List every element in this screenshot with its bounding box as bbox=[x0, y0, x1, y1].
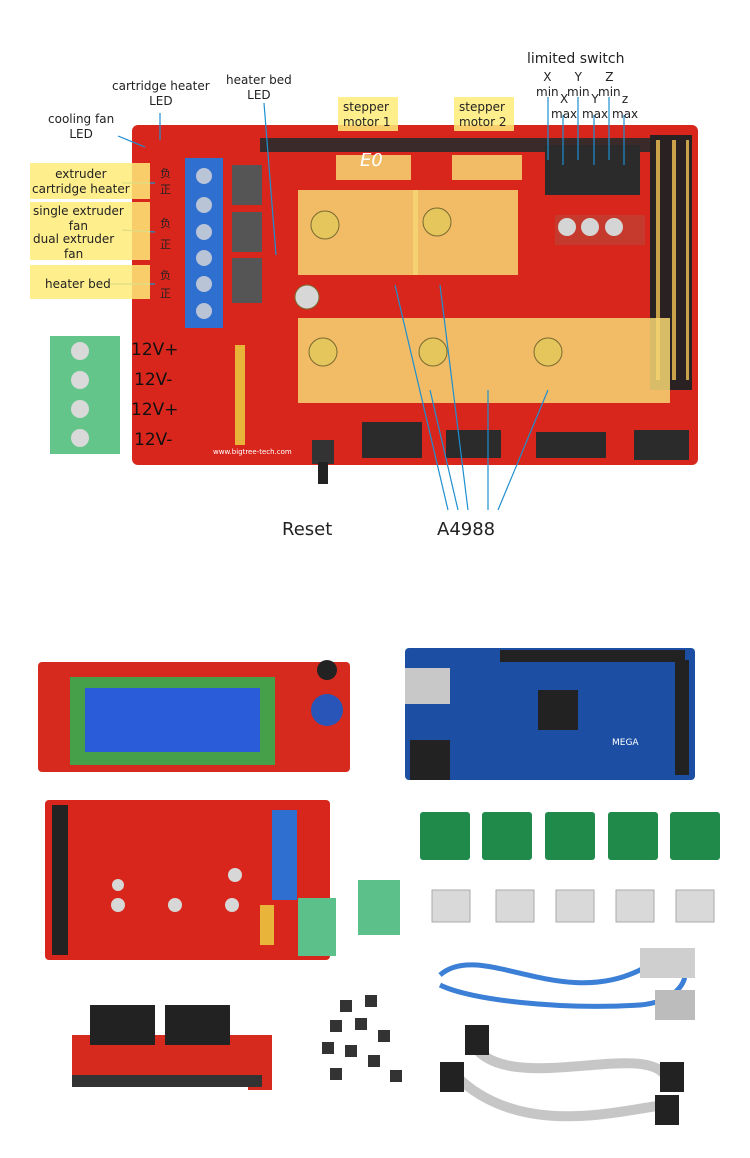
pos-mark-2: 正 bbox=[160, 238, 171, 251]
pos-mark-1: 正 bbox=[160, 183, 171, 196]
reset-label: Reset bbox=[282, 519, 333, 540]
stepper-connector-highlight-2 bbox=[452, 155, 522, 180]
limited-switch-label: limited switch bbox=[527, 51, 625, 67]
jumper-caps bbox=[322, 995, 402, 1082]
annotation-lines bbox=[110, 97, 625, 511]
label-bg-extruder bbox=[30, 163, 150, 199]
cartridge-heater-led-label: cartridge heater LED bbox=[112, 79, 210, 108]
x-max-label: X max bbox=[551, 92, 578, 121]
arduino-mega-board bbox=[405, 648, 695, 780]
board-e0-text: E0 bbox=[360, 150, 383, 171]
cooling-fan-led-label: cooling fan LED bbox=[48, 112, 115, 141]
stepper-motor-1-label: stepper motor 1 bbox=[343, 100, 391, 129]
lcd-adapter-board bbox=[72, 1005, 272, 1090]
mosfet-3 bbox=[232, 258, 262, 303]
label-bg-heater-bed bbox=[30, 265, 150, 299]
green-terminal-screws bbox=[71, 342, 89, 447]
label-bg-stepper2 bbox=[454, 97, 514, 131]
usb-connector-a bbox=[640, 948, 695, 978]
reset-button-shape bbox=[312, 440, 334, 464]
y-min-label: Y min bbox=[567, 70, 590, 99]
z-max-label: z max bbox=[612, 92, 639, 121]
endstop-pins bbox=[545, 145, 645, 245]
heater-bed-led-label: heater bed LED bbox=[226, 73, 292, 102]
usb-connector-b bbox=[655, 990, 695, 1020]
lcd-board bbox=[38, 660, 350, 772]
neg-mark-1: 负 bbox=[160, 167, 171, 180]
pos-mark-3: 正 bbox=[160, 287, 171, 300]
heatsinks bbox=[431, 889, 715, 923]
blue-terminal-block bbox=[185, 158, 223, 328]
single-extruder-fan-label: single extruder fan bbox=[33, 204, 124, 233]
ramps-board-drawing bbox=[50, 97, 698, 511]
stepper-motor-2-label: stepper motor 2 bbox=[459, 100, 507, 129]
voltage-label-2: 12V- bbox=[134, 370, 173, 390]
y-max-label: Y max bbox=[582, 92, 609, 121]
loose-green-terminal bbox=[298, 880, 400, 956]
ribbon-cable bbox=[451, 1037, 670, 1122]
board-url-text: www.bigtree-tech.com bbox=[213, 448, 292, 456]
neg-mark-3: 负 bbox=[160, 269, 171, 282]
stepper-connector-highlight-1 bbox=[336, 155, 411, 180]
label-bg-stepper1 bbox=[338, 97, 398, 131]
a4988-label: A4988 bbox=[437, 519, 496, 540]
neg-mark-2: 负 bbox=[160, 217, 171, 230]
dual-extruder-fan-label: dual extruder fan bbox=[33, 232, 115, 261]
mega-logo-text: MEGA bbox=[612, 738, 639, 748]
x-min-label: X min bbox=[536, 70, 559, 99]
aux-headers bbox=[362, 422, 689, 460]
z-min-label: Z min bbox=[598, 70, 621, 99]
mosfet-1 bbox=[232, 165, 262, 205]
label-bg-fan bbox=[30, 202, 150, 260]
voltage-label-1: 12V+ bbox=[131, 340, 179, 360]
ramps-board-small bbox=[45, 800, 330, 960]
fuse bbox=[235, 345, 245, 445]
ribbon-connectors bbox=[440, 1025, 684, 1125]
heater-bed-label: heater bed bbox=[45, 277, 111, 291]
voltage-label-4: 12V- bbox=[134, 430, 173, 450]
voltage-label-3: 12V+ bbox=[131, 400, 179, 420]
stepper-driver-modules bbox=[420, 812, 720, 860]
mosfet-2 bbox=[232, 212, 262, 252]
extruder-cartridge-heater-label: extruder cartridge heater bbox=[32, 167, 130, 196]
capacitors bbox=[294, 207, 563, 367]
stepper-driver-highlight-3 bbox=[298, 318, 670, 403]
blue-terminal-screws bbox=[196, 168, 212, 319]
